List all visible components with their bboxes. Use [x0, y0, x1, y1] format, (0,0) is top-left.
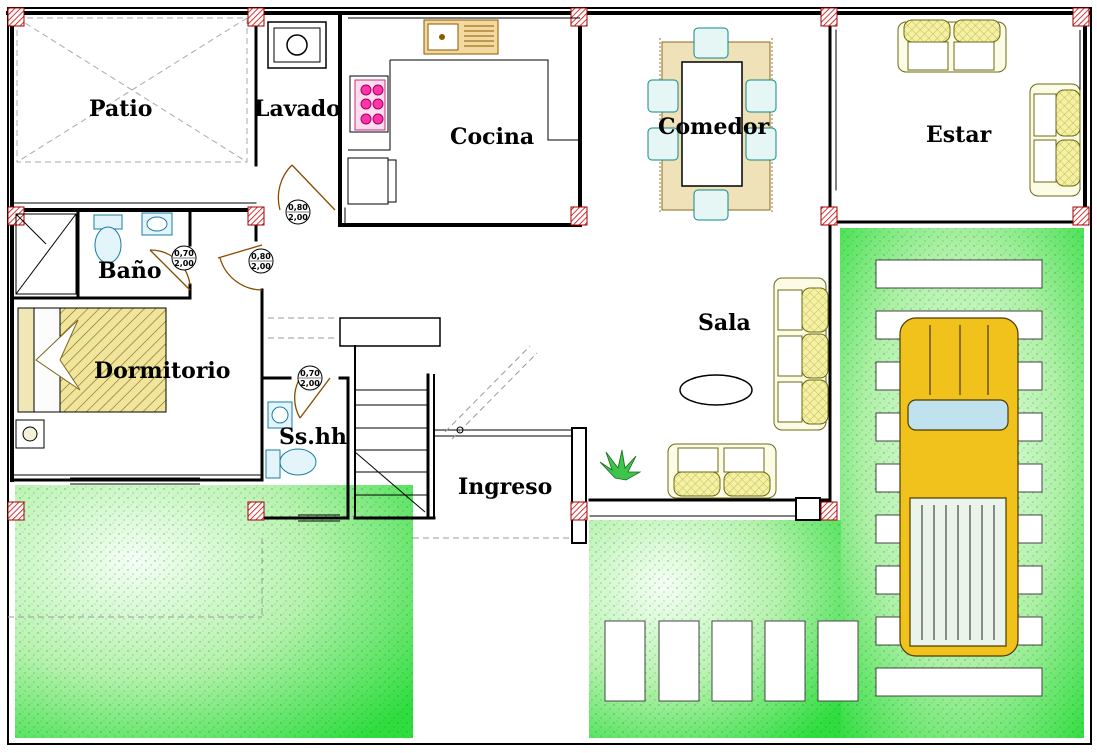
door-tag-1-height: 2,00 [288, 213, 308, 222]
door-tag-4-height: 2,00 [300, 379, 320, 388]
room-label-comedor: Comedor [658, 114, 770, 140]
kitchen-counter [348, 17, 580, 151]
staircase [339, 317, 464, 513]
kitchen-sink [423, 19, 499, 55]
room-label-ingreso: Ingreso [458, 474, 553, 500]
walls [6, 7, 1092, 745]
door-tag-3-height: 2,00 [251, 262, 271, 271]
door-tag-3: 0,80 2,00 [248, 248, 274, 274]
patio-open-area [16, 17, 248, 163]
door-tag-2-width: 0,70 [174, 249, 194, 258]
door-tag-1: 0,80 2,00 [285, 199, 311, 225]
projection-lines [8, 317, 572, 618]
room-label-lavado: Lavado [254, 96, 341, 122]
bed [15, 307, 167, 449]
stove [349, 75, 389, 133]
bathroom-fixtures [93, 212, 173, 264]
dining-set [647, 27, 777, 221]
room-label-dormitorio: Dormitorio [94, 358, 231, 384]
sshh-fixtures [265, 401, 317, 479]
room-label-patio: Patio [89, 96, 153, 122]
living-sofas [897, 19, 1081, 197]
door-tag-4: 0,70 2,00 [297, 365, 323, 391]
door-tag-2: 0,70 2,00 [171, 245, 197, 271]
sala-furniture [667, 277, 829, 499]
structural-columns [7, 7, 1090, 521]
shower [15, 213, 77, 295]
room-label-sshh: Ss.hh [279, 424, 347, 450]
door-tag-2-height: 2,00 [174, 259, 194, 268]
laundry-sink [267, 21, 327, 69]
door-tag-1-width: 0,80 [288, 203, 308, 212]
potted-plant [599, 449, 642, 481]
room-label-cocina: Cocina [450, 124, 535, 150]
windows [70, 30, 1081, 522]
lawn-areas [15, 228, 1084, 738]
room-label-sala: Sala [698, 310, 751, 336]
refrigerator [347, 157, 397, 205]
door-tag-3-width: 0,80 [251, 252, 271, 261]
pickup-truck [899, 317, 1019, 657]
garden-pavers [604, 620, 859, 702]
room-label-estar: Estar [926, 122, 992, 148]
room-label-bano: Baño [98, 258, 162, 284]
door-tag-4-width: 0,70 [300, 369, 320, 378]
